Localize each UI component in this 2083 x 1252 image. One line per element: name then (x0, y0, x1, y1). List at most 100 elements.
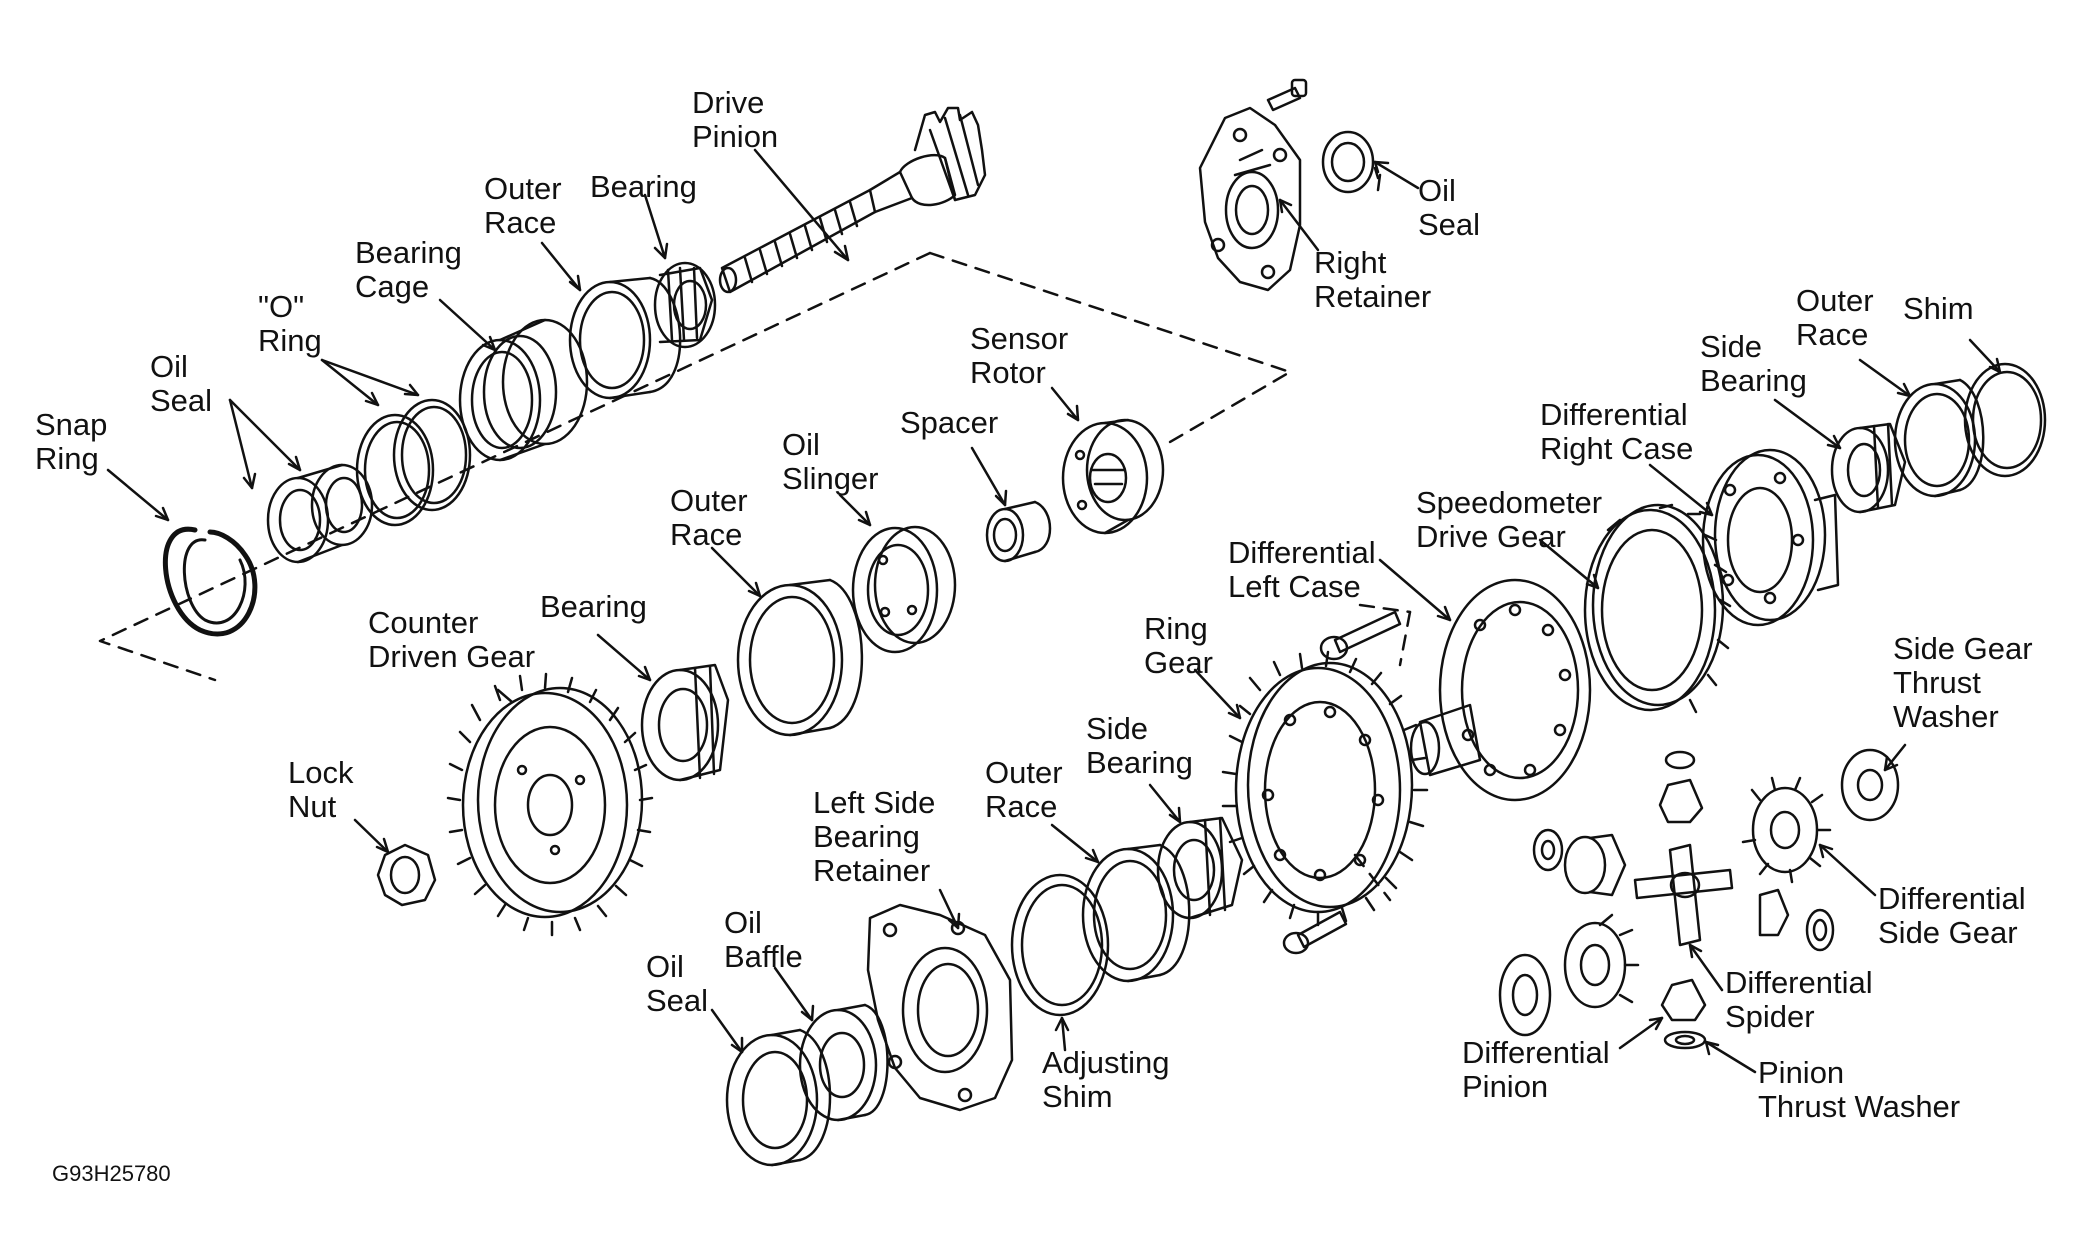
ring-gear-bolt-upper-part (1319, 610, 1402, 661)
snap-ring-part (162, 526, 258, 637)
differential-side-gear-left-part (1563, 913, 1640, 1009)
label-o-ring: "O" Ring (258, 290, 322, 358)
label-line: Pinion (1462, 1069, 1549, 1104)
spacer-part (985, 500, 1052, 563)
retainer-bolt-part (1266, 78, 1308, 112)
label-line: Driven Gear (368, 639, 536, 674)
label-line: Bearing (1700, 363, 1807, 398)
label-line: Seal (646, 983, 709, 1018)
bearing-cage-part (458, 318, 589, 462)
label-line: Left Side (813, 785, 936, 820)
label-oil-seal-left: Oil Seal (150, 350, 212, 418)
label-oil-baffle: Oil Baffle (724, 906, 803, 974)
label-line: Outer (1796, 283, 1874, 318)
label-differential-pinion: Differential Pinion (1462, 1036, 1610, 1104)
label-side-gear-thrust-washer: Side Gear Thrust Washer (1893, 632, 2033, 734)
drive-pinion-part (718, 106, 987, 294)
label-line: Side Gear (1878, 915, 2018, 950)
label-line: Oil (724, 905, 762, 940)
label-line: Adjusting (1042, 1045, 1170, 1080)
label-line: Ring (258, 323, 322, 358)
label-line: Bearing (540, 589, 647, 624)
label-line: Lock (288, 755, 354, 790)
bearing-mid-part (640, 663, 730, 782)
label-line: Cage (355, 269, 430, 304)
side-gear-thrust-washer-left-part (1498, 953, 1552, 1037)
label-differential-left-case: Differential Left Case (1228, 536, 1376, 604)
label-line: Speedometer (1416, 485, 1603, 520)
label-pinion-thrust-washer: Pinion Thrust Washer (1758, 1056, 1960, 1124)
label-differential-side-gear: Differential Side Gear (1878, 882, 2026, 950)
differential-pinion-lower-part (1660, 978, 1707, 1022)
label-oil-slinger: Oil Slinger (782, 428, 879, 496)
right-retainer-part (1198, 106, 1302, 292)
oil-seal-lower-part (725, 1028, 832, 1167)
label-outer-race-right: Outer Race (1796, 284, 1874, 352)
label-line: Spider (1725, 999, 1815, 1034)
label-line: Shim (1903, 291, 1974, 326)
label-line: Retainer (1314, 279, 1432, 314)
label-line: Slinger (782, 461, 879, 496)
counter-driven-gear-part (446, 672, 654, 937)
adjusting-shim-part (1010, 873, 1110, 1017)
label-line: Baffle (724, 939, 803, 974)
oil-seal-right-part (1321, 130, 1375, 194)
label-lock-nut: Lock Nut (288, 756, 353, 824)
label-line: Side (1700, 329, 1763, 364)
label-side-bearing-lower: Side Bearing (1086, 712, 1193, 780)
differential-pinion-right-part (1758, 888, 1835, 952)
label-oil-seal-lower: Oil Seal (646, 950, 708, 1018)
label-line: Ring (1144, 611, 1208, 646)
label-spacer: Spacer (900, 406, 998, 440)
sensor-rotor-part (1061, 418, 1165, 535)
differential-side-gear-right-part (1741, 776, 1832, 884)
o-ring-part (355, 398, 472, 527)
label-line: Gear (1144, 645, 1213, 680)
label-line: Drive (692, 85, 765, 120)
assembly-axis-dashed (98, 251, 1412, 902)
label-right-retainer: Right Retainer (1314, 246, 1431, 314)
label-line: Pinion (692, 119, 779, 154)
label-left-side-bearing-retainer: Left Side Bearing Retainer (813, 786, 935, 888)
label-line: Oil (150, 349, 188, 384)
label-line: Race (670, 517, 743, 552)
speedometer-drive-gear-part (1583, 503, 1732, 714)
bearing-upper-part (653, 261, 717, 349)
label-line: Spacer (900, 405, 999, 440)
oil-baffle-part (798, 1003, 889, 1122)
label-line: Sensor (970, 321, 1069, 356)
label-shim: Shim (1903, 292, 1974, 326)
label-line: Right (1314, 245, 1387, 280)
label-line: Differential (1878, 881, 2026, 916)
label-line: Outer (670, 483, 748, 518)
side-gear-thrust-washer-part (1840, 748, 1900, 822)
outer-race-mid-part (736, 578, 864, 737)
label-line: Outer (985, 755, 1063, 790)
shim-right-part (1963, 362, 2047, 478)
pinion-thrust-washer-lower-part (1663, 1030, 1707, 1050)
label-line: Pinion (1758, 1055, 1845, 1090)
label-drive-pinion: Drive Pinion (692, 86, 778, 154)
label-outer-race-mid: Outer Race (670, 484, 748, 552)
label-line: Drive Gear (1416, 519, 1566, 554)
label-outer-race-lower: Outer Race (985, 756, 1063, 824)
oil-seal-left-part (266, 463, 374, 564)
oil-slinger-part (851, 525, 957, 654)
differential-left-case-part (1409, 578, 1592, 802)
label-line: Race (985, 789, 1058, 824)
label-snap-ring: Snap Ring (35, 408, 107, 476)
label-line: Differential (1462, 1035, 1610, 1070)
side-bearing-right-part (1830, 422, 1907, 514)
label-differential-right-case: Differential Right Case (1540, 398, 1693, 466)
differential-pinion-left-part (1563, 833, 1627, 897)
label-line: "O" (258, 289, 305, 324)
label-line: Retainer (813, 853, 931, 888)
label-bearing-cage: Bearing Cage (355, 236, 462, 304)
label-line: Rotor (970, 355, 1046, 390)
label-line: Bearing (590, 169, 697, 204)
label-line: Shim (1042, 1079, 1113, 1114)
label-line: Outer (484, 171, 562, 206)
label-line: Right Case (1540, 431, 1694, 466)
label-line: Thrust Washer (1758, 1089, 1961, 1124)
